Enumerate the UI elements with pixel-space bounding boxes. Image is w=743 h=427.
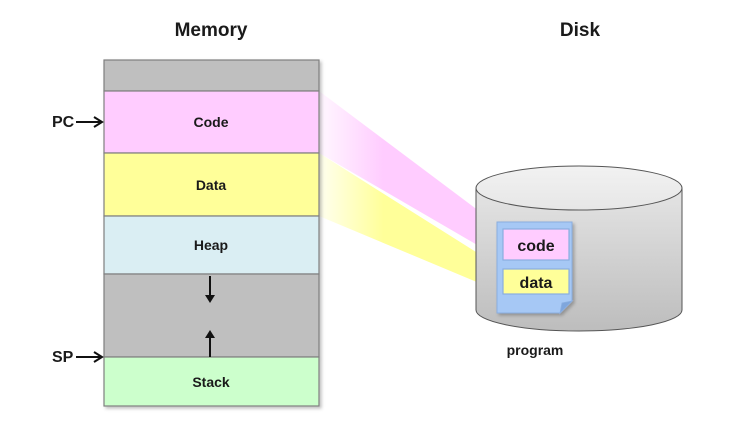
memory-segment-data xyxy=(103,152,320,217)
memory-segment-unused-top xyxy=(103,59,320,92)
sp-arrow-icon xyxy=(76,351,104,363)
program-label: program xyxy=(507,342,564,358)
pc-arrow-icon xyxy=(76,116,104,128)
disk-data-section xyxy=(502,268,570,295)
code-mapping-beam xyxy=(319,91,503,260)
disk-code-label: code xyxy=(517,238,554,255)
memory-segment-free xyxy=(103,273,320,358)
disk-code-section xyxy=(502,228,570,261)
data-mapping-beam xyxy=(319,153,503,293)
disk-data-label: data xyxy=(520,275,553,292)
stack-growth-arrow xyxy=(205,330,215,357)
memory-segment-heap xyxy=(103,215,320,275)
memory-segment-stack xyxy=(103,356,320,407)
memory-block xyxy=(103,59,320,407)
heap-segment-label: Heap xyxy=(194,237,228,253)
memory-segment-code xyxy=(103,90,320,154)
pc-label: PC xyxy=(52,114,75,131)
sp-label: SP xyxy=(52,349,74,366)
heap-growth-arrow xyxy=(205,276,215,303)
disk-title: Disk xyxy=(560,20,601,41)
memory-title: Memory xyxy=(175,20,248,41)
stack-segment-label: Stack xyxy=(192,374,230,390)
code-segment-label: Code xyxy=(194,114,229,130)
data-segment-label: Data xyxy=(196,177,227,193)
